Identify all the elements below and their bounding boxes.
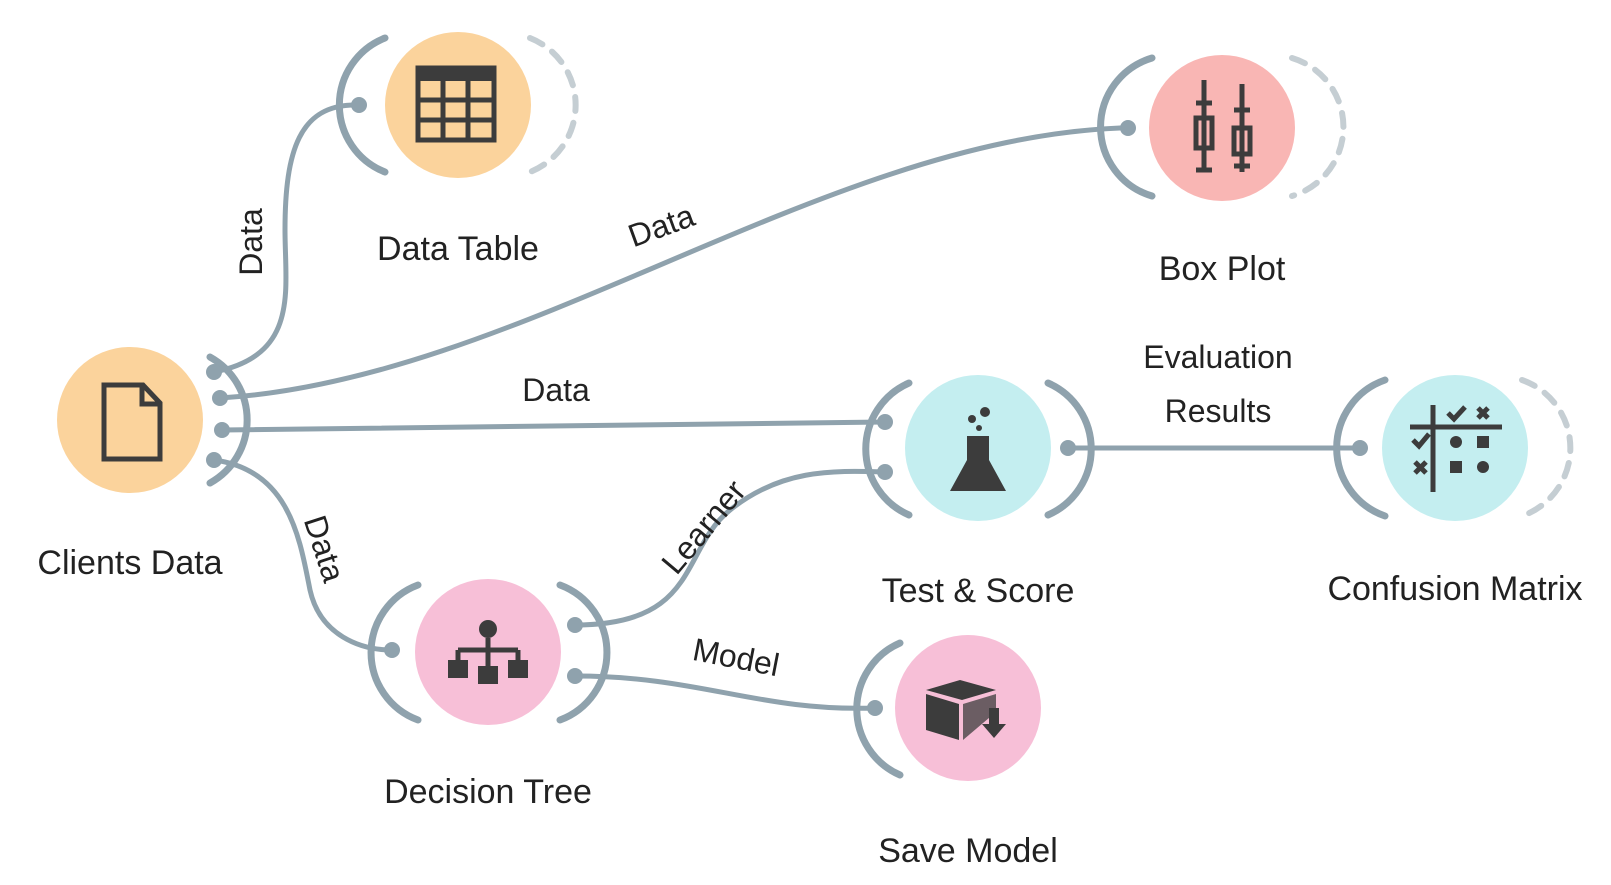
matrix-icon <box>1410 405 1502 492</box>
output-port-dot <box>1060 440 1076 456</box>
decision-tree-label: Decision Tree <box>384 773 592 811</box>
data-table-input-arc <box>335 34 389 176</box>
link-label-evaluation: Evaluation <box>1143 339 1292 375</box>
output-port-dot <box>212 390 228 406</box>
table-grid-icon <box>415 65 497 143</box>
document-icon <box>101 382 163 462</box>
output-arc-dashed <box>1519 377 1574 519</box>
output-port-dot <box>567 668 583 684</box>
test-score-label: Test & Score <box>882 572 1075 610</box>
input-port-dot <box>1352 440 1368 456</box>
widget-decision-tree[interactable]: Decision Tree <box>367 579 611 811</box>
link-clients-to-decision-tree[interactable] <box>211 457 395 653</box>
test-score-output-arc <box>1044 379 1095 519</box>
input-port-dot <box>384 642 400 658</box>
output-port-dot <box>214 422 230 438</box>
confusion-matrix-node[interactable] <box>1382 375 1528 521</box>
clients-data-label: Clients Data <box>37 544 222 582</box>
link-label-box-plot: Data <box>623 197 699 254</box>
widget-clients-data[interactable]: Clients Data <box>37 347 251 582</box>
flask-icon <box>950 407 1006 491</box>
confusion-matrix-label: Confusion Matrix <box>1327 570 1582 608</box>
clients-data-output-arc <box>206 353 251 487</box>
link-label-model: Model <box>690 631 782 683</box>
output-port-dot <box>206 452 222 468</box>
save-model-input-arc <box>853 639 904 779</box>
link-clients-to-box-plot[interactable] <box>217 125 1123 401</box>
link-decision-tree-to-save-model[interactable] <box>572 673 878 711</box>
save-model-label: Save Model <box>878 832 1058 870</box>
data-table-label: Data Table <box>377 230 539 268</box>
box-plot-icon <box>1193 80 1253 173</box>
save-box-icon <box>926 680 1006 740</box>
widget-confusion-matrix[interactable]: Confusion Matrix <box>1327 375 1583 608</box>
widget-test-score[interactable]: Test & Score <box>862 375 1095 610</box>
link-decision-tree-to-test-score[interactable] <box>572 468 888 628</box>
input-port-dot <box>877 414 893 430</box>
input-port-dot <box>867 700 883 716</box>
link-label-data-table: Data <box>233 208 269 276</box>
output-port-dot <box>206 364 222 380</box>
input-port-dot <box>1120 120 1136 136</box>
link-label-results: Results <box>1165 393 1272 429</box>
box-plot-label: Box Plot <box>1159 250 1286 288</box>
link-label-learner: Learner <box>654 473 753 581</box>
link-clients-to-data-table[interactable] <box>211 102 358 375</box>
confusion-matrix-input-arc <box>1333 376 1389 520</box>
decision-tree-input-arc <box>367 581 422 724</box>
test-score-input-arc <box>862 379 913 519</box>
box-plot-node[interactable] <box>1149 55 1295 201</box>
clients-data-node[interactable] <box>57 347 203 493</box>
widget-save-model[interactable]: Save Model <box>853 635 1058 870</box>
box-plot-input-arc <box>1097 54 1156 200</box>
output-arc-dashed <box>1289 55 1347 199</box>
tree-icon <box>448 620 528 684</box>
link-clients-to-test-score[interactable] <box>219 419 888 433</box>
output-port-dot <box>567 617 583 633</box>
widget-box-plot[interactable]: Box Plot <box>1097 54 1347 288</box>
data-table-node[interactable] <box>385 32 531 178</box>
link-label-test-score: Data <box>522 372 590 408</box>
output-arc-dashed <box>527 35 579 175</box>
widget-data-table[interactable]: Data Table <box>335 32 579 268</box>
input-port-dot <box>877 464 893 480</box>
input-port-dot <box>351 97 367 113</box>
decision-tree-output-arc <box>556 581 611 724</box>
